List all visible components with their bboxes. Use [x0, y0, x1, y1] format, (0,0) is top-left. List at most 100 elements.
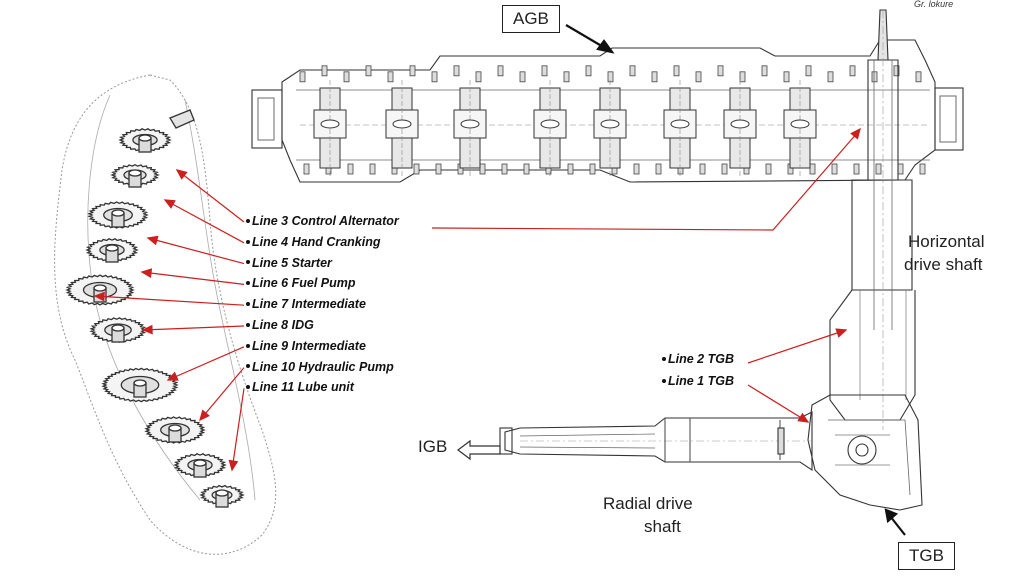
gear-line-label: Line 8 IDG — [246, 318, 314, 332]
gear — [144, 416, 206, 444]
gear-leader — [167, 346, 245, 381]
gear-line-label: Line 10 Hydraulic Pump — [246, 360, 394, 374]
agb-bolt — [519, 71, 526, 83]
gear — [118, 128, 172, 153]
gear-train — [54, 74, 277, 555]
gear-shaft-end — [169, 109, 195, 129]
gear-leader — [199, 367, 245, 421]
tgb-leader-head — [797, 412, 810, 423]
gear-train-outline — [54, 74, 277, 555]
gear-line-label: Line 9 Intermediate — [246, 339, 366, 353]
gear-leader-head — [93, 291, 105, 302]
gear-leader — [141, 271, 245, 285]
agb-bolt — [739, 71, 746, 83]
leader-lines — [93, 127, 861, 472]
gear — [85, 238, 139, 263]
gear-leader — [164, 199, 245, 244]
agb-bolt — [413, 163, 420, 175]
tgb-line-text: Line 1 TGB — [668, 374, 734, 388]
gear-line-text: Line 6 Fuel Pump — [252, 276, 356, 291]
bullet-icon — [246, 364, 250, 369]
agb-bolt — [629, 65, 636, 77]
tgb-label: TGB — [898, 542, 955, 570]
agb-bolt — [369, 163, 376, 175]
gear-set — [65, 109, 245, 508]
gear-line-text: Line 5 Starter — [252, 255, 332, 270]
agb-bolt — [871, 71, 878, 83]
bullet-icon — [662, 378, 666, 383]
gear-leader-head — [166, 371, 179, 381]
gear — [87, 201, 149, 229]
agb-bolt — [831, 163, 838, 175]
gear-line-label: Line 3 Control Alternator — [246, 214, 399, 228]
bullet-icon — [246, 260, 250, 265]
tgb-line-label: Line 2 TGB — [662, 352, 734, 366]
agb-bolt — [567, 163, 574, 175]
gear-line-text: Line 8 IDG — [252, 318, 314, 332]
agb-bolt — [651, 71, 658, 83]
bullet-icon — [662, 356, 666, 361]
radial-shaft-label-2: shaft — [644, 517, 681, 536]
agb-bolt — [699, 163, 706, 175]
agb-bolt — [655, 163, 662, 175]
gear-leader — [147, 237, 245, 265]
agb-leader — [431, 131, 859, 231]
bullet-icon — [246, 301, 250, 306]
tgb-leader — [747, 329, 847, 364]
agb-bolt — [343, 71, 350, 83]
agb-leader-head — [850, 127, 861, 140]
horizontal-shaft-label-1: Horizontal — [908, 232, 985, 251]
bullet-icon — [246, 239, 250, 244]
agb-bolt — [585, 65, 592, 77]
agb-bolt — [475, 71, 482, 83]
agb-shafts — [313, 80, 817, 176]
gear — [101, 367, 179, 403]
gear-line-label: Line 6 Fuel Pump — [246, 276, 356, 290]
bullet-icon — [246, 281, 250, 286]
tgb-leader — [747, 384, 809, 423]
gear-line-text: Line 4 Hand Cranking — [252, 234, 381, 249]
gear-line-text: Line 9 Intermediate — [252, 338, 366, 353]
bullet-icon — [246, 385, 250, 390]
gear-leader — [176, 169, 245, 223]
agb-shaft — [313, 80, 347, 176]
agb-bolt — [387, 71, 394, 83]
agb-housing — [251, 39, 964, 183]
gear — [173, 453, 227, 478]
agb-bolt — [497, 65, 504, 77]
gear-line-text: Line 7 Intermediate — [252, 297, 366, 312]
agb-bolt — [765, 163, 772, 175]
gear-line-label: Line 11 Lube unit — [246, 380, 354, 394]
igb-arrow-icon — [457, 439, 501, 461]
agb-label: AGB — [502, 5, 560, 33]
gear-line-label: Line 4 Hand Cranking — [246, 235, 381, 249]
agb-bolt — [919, 163, 926, 175]
agb-bolt — [853, 163, 860, 175]
gear-leader — [142, 325, 245, 331]
agb-bolt — [563, 71, 570, 83]
agb-bolt — [523, 163, 530, 175]
agb-shaft — [453, 80, 487, 176]
gear-line-text: Line 11 Lube unit — [252, 380, 354, 395]
agb-bolt — [589, 163, 596, 175]
horizontal-shaft-label-2: drive shaft — [904, 255, 983, 274]
agb-bolt — [761, 65, 768, 77]
gear-leader-head — [141, 324, 153, 335]
agb-bolt — [303, 163, 310, 175]
agb-bolt — [541, 65, 548, 77]
agb-bolt — [673, 65, 680, 77]
agb-bolt — [915, 71, 922, 83]
agb-bolt — [633, 163, 640, 175]
bullet-icon — [246, 322, 250, 327]
agb-bolt — [809, 163, 816, 175]
gear-leader — [231, 388, 245, 471]
agb-shaft — [385, 80, 419, 176]
gear-leader-head — [228, 459, 239, 472]
agb-bolt — [893, 65, 900, 77]
gear-leader-head — [175, 169, 188, 180]
gear-line-label: Line 5 Starter — [246, 256, 332, 270]
gear — [65, 274, 135, 306]
agb-shaft — [593, 80, 627, 176]
